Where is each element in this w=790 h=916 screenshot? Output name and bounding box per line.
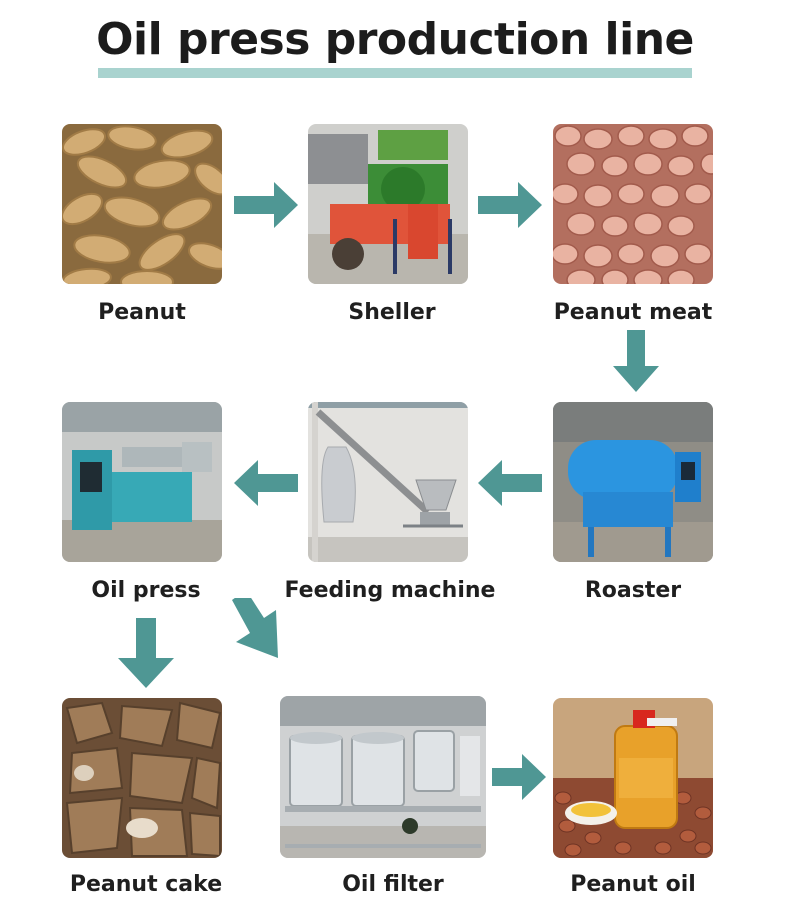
label-oil-filter: Oil filter	[342, 872, 444, 897]
page-title: Oil press production line	[96, 14, 694, 65]
title-underline	[98, 68, 692, 78]
label-peanut-oil: Peanut oil	[570, 872, 696, 897]
peanut-meat-image	[553, 124, 713, 284]
arrow-right-icon	[478, 182, 542, 228]
arrow-down-icon	[118, 618, 174, 688]
arrow-right-icon	[234, 182, 298, 228]
label-peanut: Peanut	[98, 300, 186, 325]
arrow-down-right-icon	[222, 598, 282, 660]
peanut-image	[62, 124, 222, 284]
feeding-machine-image	[308, 402, 468, 562]
sheller-image	[308, 124, 468, 284]
roaster-image	[553, 402, 713, 562]
label-oil-press: Oil press	[91, 578, 201, 603]
label-roaster: Roaster	[584, 578, 682, 603]
arrow-down-icon	[613, 330, 659, 392]
label-peanut-cake: Peanut cake	[69, 872, 223, 897]
peanut-oil-image	[553, 698, 713, 858]
title-block: Oil press production line	[0, 14, 790, 78]
oil-press-image	[62, 402, 222, 562]
arrow-left-icon	[234, 460, 298, 506]
arrow-left-icon	[478, 460, 542, 506]
peanut-cake-image	[62, 698, 222, 858]
label-feeding-machine: Feeding machine	[284, 578, 496, 603]
oil-filter-image	[280, 696, 486, 858]
label-sheller: Sheller	[348, 300, 436, 325]
label-peanut-meat: Peanut meat	[553, 300, 713, 325]
arrow-right-icon	[492, 754, 546, 800]
